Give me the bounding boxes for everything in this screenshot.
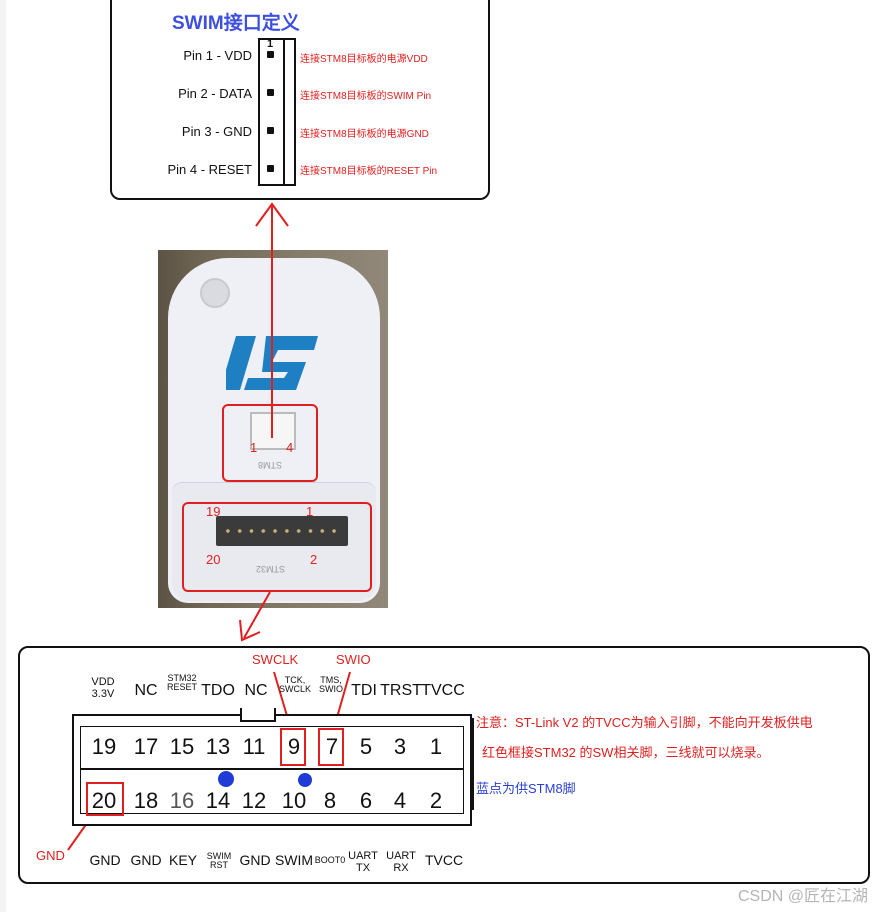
swim-pin2-dot — [267, 89, 274, 96]
swim-title: SWIM接口定义 — [172, 13, 300, 34]
pin-19: 19 — [91, 734, 117, 759]
callout-swclk: SWCLK — [252, 652, 299, 667]
ftr-boot0: BOOT0 — [314, 855, 346, 865]
hdr-tdo: TDO — [201, 682, 235, 699]
pin-5: 5 — [359, 734, 373, 759]
pin-14: 14 — [205, 788, 231, 813]
jtag-row-divider — [80, 768, 464, 770]
pin-9: 9 — [287, 734, 301, 759]
pin-15: 15 — [169, 734, 195, 759]
pin-20: 20 — [91, 788, 117, 813]
ftr-gnd-20: GND — [89, 852, 121, 868]
left-margin-strip — [0, 0, 6, 912]
ftr-uart-rx: UART RX — [386, 850, 416, 874]
pin-7: 7 — [325, 734, 339, 759]
st-logo-icon — [226, 336, 318, 390]
pin-4: 4 — [393, 788, 407, 813]
arrow-to-jtag-line — [243, 591, 271, 639]
swim-connector-divider — [283, 38, 285, 186]
pin-9-highlight — [280, 728, 306, 766]
pin-2: 2 — [429, 788, 443, 813]
hdr-tck-swclk: TCK, SWCLK — [278, 675, 311, 694]
pin-17: 17 — [133, 734, 159, 759]
jtag-key-notch — [240, 708, 276, 722]
pin-8: 8 — [323, 788, 337, 813]
swim-pin2-note: 连接STM8目标板的SWIM Pin — [300, 91, 432, 102]
stlink-photo: 1 4 STM8 19 1 20 2 STM32 — [158, 250, 388, 608]
jtag-pin-holes — [222, 526, 340, 536]
jtag-connector-inner — [80, 726, 464, 814]
hdr-stm32-reset: STM32 RESET — [166, 673, 197, 692]
pin-13: 13 — [205, 734, 231, 759]
hdr-trst: TRST — [380, 682, 422, 699]
jtag-connector — [72, 714, 472, 826]
hdr-nc-17: NC — [134, 682, 158, 699]
ftr-swim-rst: SWIM RST — [206, 851, 232, 870]
photo-jtag-pin19: 19 — [206, 504, 221, 519]
ftr-uart-tx: UART TX — [348, 850, 378, 874]
pin1-marker: 1 — [267, 38, 274, 50]
csdn-watermark: CSDN @匠在江湖 — [737, 888, 868, 905]
lanyard-hole — [200, 278, 230, 308]
swim-connector — [258, 38, 296, 186]
ftr-key: KEY — [168, 852, 197, 868]
swim-pin4-dot — [267, 165, 274, 172]
arrow-to-swim-head — [255, 202, 289, 227]
photo-jtag-pin1: 1 — [306, 504, 314, 519]
photo-swim-pin4: 4 — [286, 440, 294, 455]
note-tvcc: 注意：ST-Link V2 的TVCC为输入引脚，不能向开发板供电 — [476, 715, 813, 730]
stm8-dot-pin14 — [218, 771, 234, 787]
ftr-tvcc: TVCC — [424, 852, 464, 868]
photo-jtag-pin20: 20 — [206, 552, 221, 567]
hdr-tms-swio: TMS, SWIO — [319, 675, 343, 694]
swim-definition-panel — [110, 0, 490, 200]
ftr-gnd-12: GND — [239, 852, 271, 868]
swim-pin3-note: 连接STM8目标板的电源GND — [300, 129, 429, 140]
swim-pin3-dot — [267, 127, 274, 134]
pin-20-highlight — [86, 782, 124, 816]
jtag-pinout-panel — [18, 646, 870, 884]
pin-18: 18 — [133, 788, 159, 813]
jtag-port-highlight — [182, 502, 372, 592]
swim-pin1-note: 连接STM8目标板的电源VDD — [300, 54, 428, 65]
pin-6: 6 — [359, 788, 373, 813]
swim-port-highlight — [222, 404, 318, 482]
swim-pin1-label: Pin 1 - VDD — [183, 48, 252, 63]
swim-pin4-label: Pin 4 - RESET — [167, 162, 252, 177]
swim-pin4-note: 连接STM8目标板的RESET Pin — [300, 166, 438, 177]
pin-3: 3 — [393, 734, 407, 759]
pin-12: 12 — [241, 788, 267, 813]
photo-jtag-pin2: 2 — [310, 552, 318, 567]
note-divider — [472, 718, 474, 810]
pin-1: 1 — [429, 734, 443, 759]
ftr-gnd-18: GND — [130, 852, 162, 868]
arrow-to-jtag-head — [239, 619, 261, 642]
callout-gnd: GND — [36, 848, 65, 863]
swim-pin1-dot — [267, 51, 274, 58]
photo-swim-pin1: 1 — [250, 440, 258, 455]
swim-pin3-label: Pin 3 - GND — [181, 124, 252, 139]
swim-pin2-label: Pin 2 - DATA — [178, 86, 252, 101]
callout-swio: SWIO — [336, 652, 371, 667]
pin-16: 16 — [169, 788, 195, 813]
note-sw-pins: 红色框接STM32 的SW相关脚，三线就可以烧录。 — [482, 745, 770, 760]
note-stm8-dots: 蓝点为供STM8脚 — [476, 781, 576, 796]
hdr-tvcc-top: TVCC — [421, 682, 465, 699]
ftr-swim: SWIM — [274, 852, 314, 868]
hdr-nc-11: NC — [244, 682, 268, 699]
hdr-vdd: VDD 3.3V — [91, 676, 115, 700]
pin-7-highlight — [318, 728, 344, 766]
pin-11: 11 — [242, 734, 266, 759]
pin-10: 10 — [281, 788, 307, 813]
hdr-tdi: TDI — [351, 682, 377, 699]
stm8-dot-pin10 — [298, 773, 312, 787]
